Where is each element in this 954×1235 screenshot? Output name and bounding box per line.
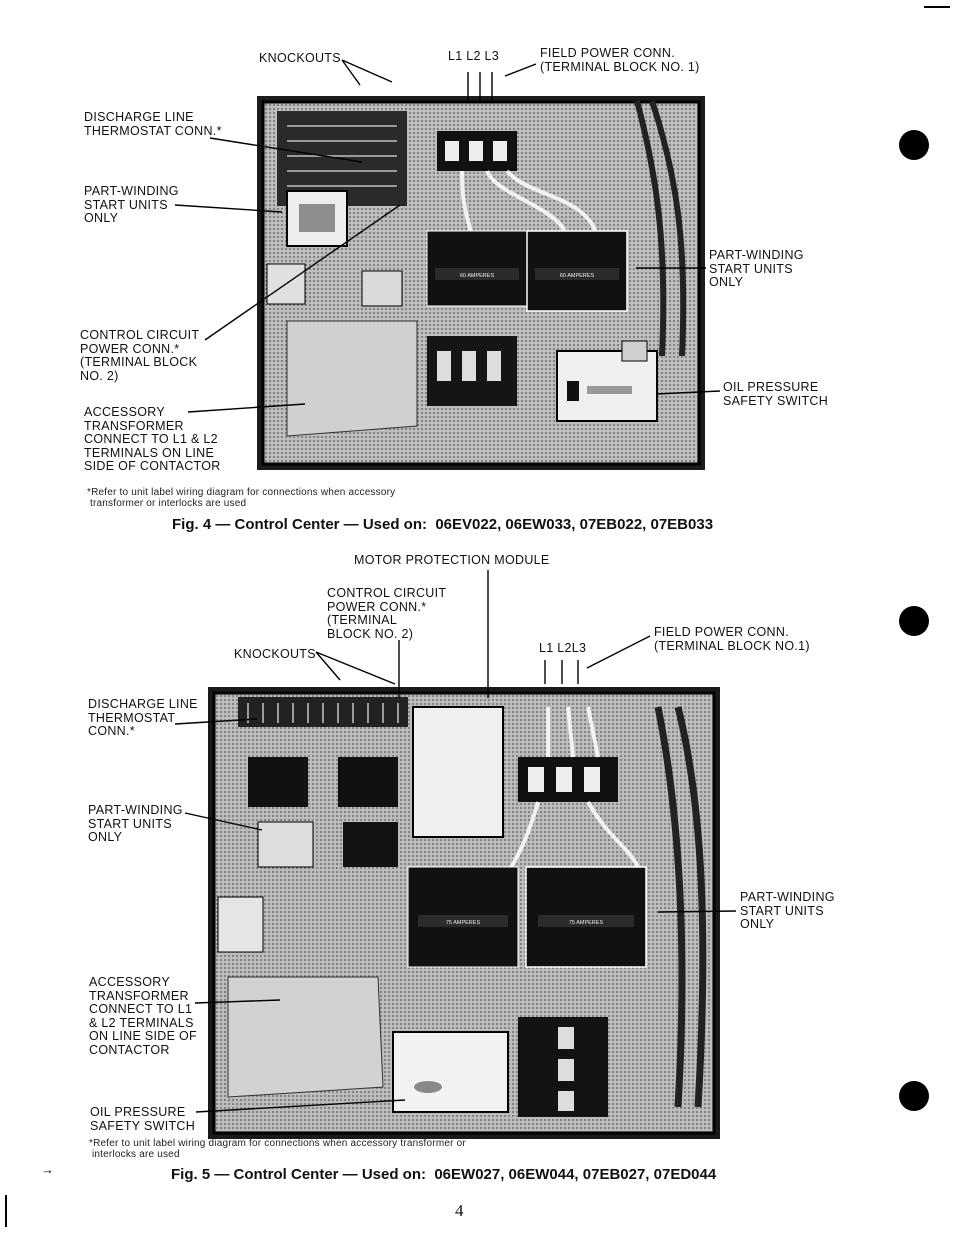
fig5-label-l-terminals: L1 L2L3 <box>539 641 587 655</box>
fig4-label-part-winding-right: PART-WINDING START UNITS ONLY <box>709 248 804 289</box>
fig5-footnote: *Refer to unit label wiring diagram for … <box>89 1138 466 1160</box>
fig5-label-part-winding-right: PART-WINDING START UNITS ONLY <box>740 890 835 931</box>
binder-hole-3 <box>899 1081 929 1111</box>
fig5-amp-left: 75 AMPERES <box>446 920 481 926</box>
fig5-label-discharge: DISCHARGE LINE THERMOSTAT CONN.* <box>88 697 198 738</box>
fig4-label-accessory: ACCESSORY TRANSFORMER CONNECT TO L1 & L2… <box>84 405 221 473</box>
binder-hole-2 <box>899 606 929 636</box>
fig5-label-oil-pressure: OIL PRESSURE SAFETY SWITCH <box>90 1105 196 1133</box>
margin-arrow: → <box>41 1162 55 1177</box>
page-number: 4 <box>455 1201 464 1220</box>
fig4-caption: Fig. 4 — Control Center — Used on: 06EV0… <box>172 516 714 533</box>
fig5-label-knockouts: KNOCKOUTS <box>234 647 316 661</box>
fig4-label-control-circuit: CONTROL CIRCUIT POWER CONN.* (TERMINAL B… <box>80 328 200 383</box>
fig5-label-part-winding-left: PART-WINDING START UNITS ONLY <box>88 803 183 844</box>
fig4-label-part-winding-left: PART-WINDING START UNITS ONLY <box>84 184 179 225</box>
fig4-amp-left: 60 AMPERES <box>460 273 495 279</box>
fig4-label-discharge: DISCHARGE LINE THERMOSTAT CONN.* <box>84 110 222 138</box>
fig5-caption: Fig. 5 — Control Center — Used on: 06EW0… <box>171 1166 717 1183</box>
fig5-label-control-circuit: CONTROL CIRCUIT POWER CONN.* (TERMINAL B… <box>327 586 447 641</box>
top-right-dash <box>924 6 950 8</box>
fig4-amp-right: 60 AMPERES <box>560 273 595 279</box>
fig5-label-accessory: ACCESSORY TRANSFORMER CONNECT TO L1 & L2… <box>89 975 197 1057</box>
fig4-footnote: *Refer to unit label wiring diagram for … <box>87 487 396 509</box>
fig4-photo: 60 AMPERES 60 AMPERES <box>257 96 705 470</box>
fig4-label-knockouts: KNOCKOUTS <box>259 51 341 65</box>
binder-hole-1 <box>899 130 929 160</box>
bottom-left-mark <box>5 1195 7 1227</box>
fig5-photo: 75 AMPERES 75 AMPERES <box>208 687 720 1139</box>
fig5-label-motor-protection: MOTOR PROTECTION MODULE <box>354 553 550 567</box>
fig4-label-oil-pressure: OIL PRESSURE SAFETY SWITCH <box>723 380 829 408</box>
fig5-label-field-power: FIELD POWER CONN. (TERMINAL BLOCK NO.1) <box>654 625 810 653</box>
fig5-amp-right: 75 AMPERES <box>569 920 604 926</box>
fig4-label-field-power: FIELD POWER CONN. (TERMINAL BLOCK NO. 1) <box>540 46 700 74</box>
fig4-label-l-terminals: L1 L2 L3 <box>448 49 500 63</box>
